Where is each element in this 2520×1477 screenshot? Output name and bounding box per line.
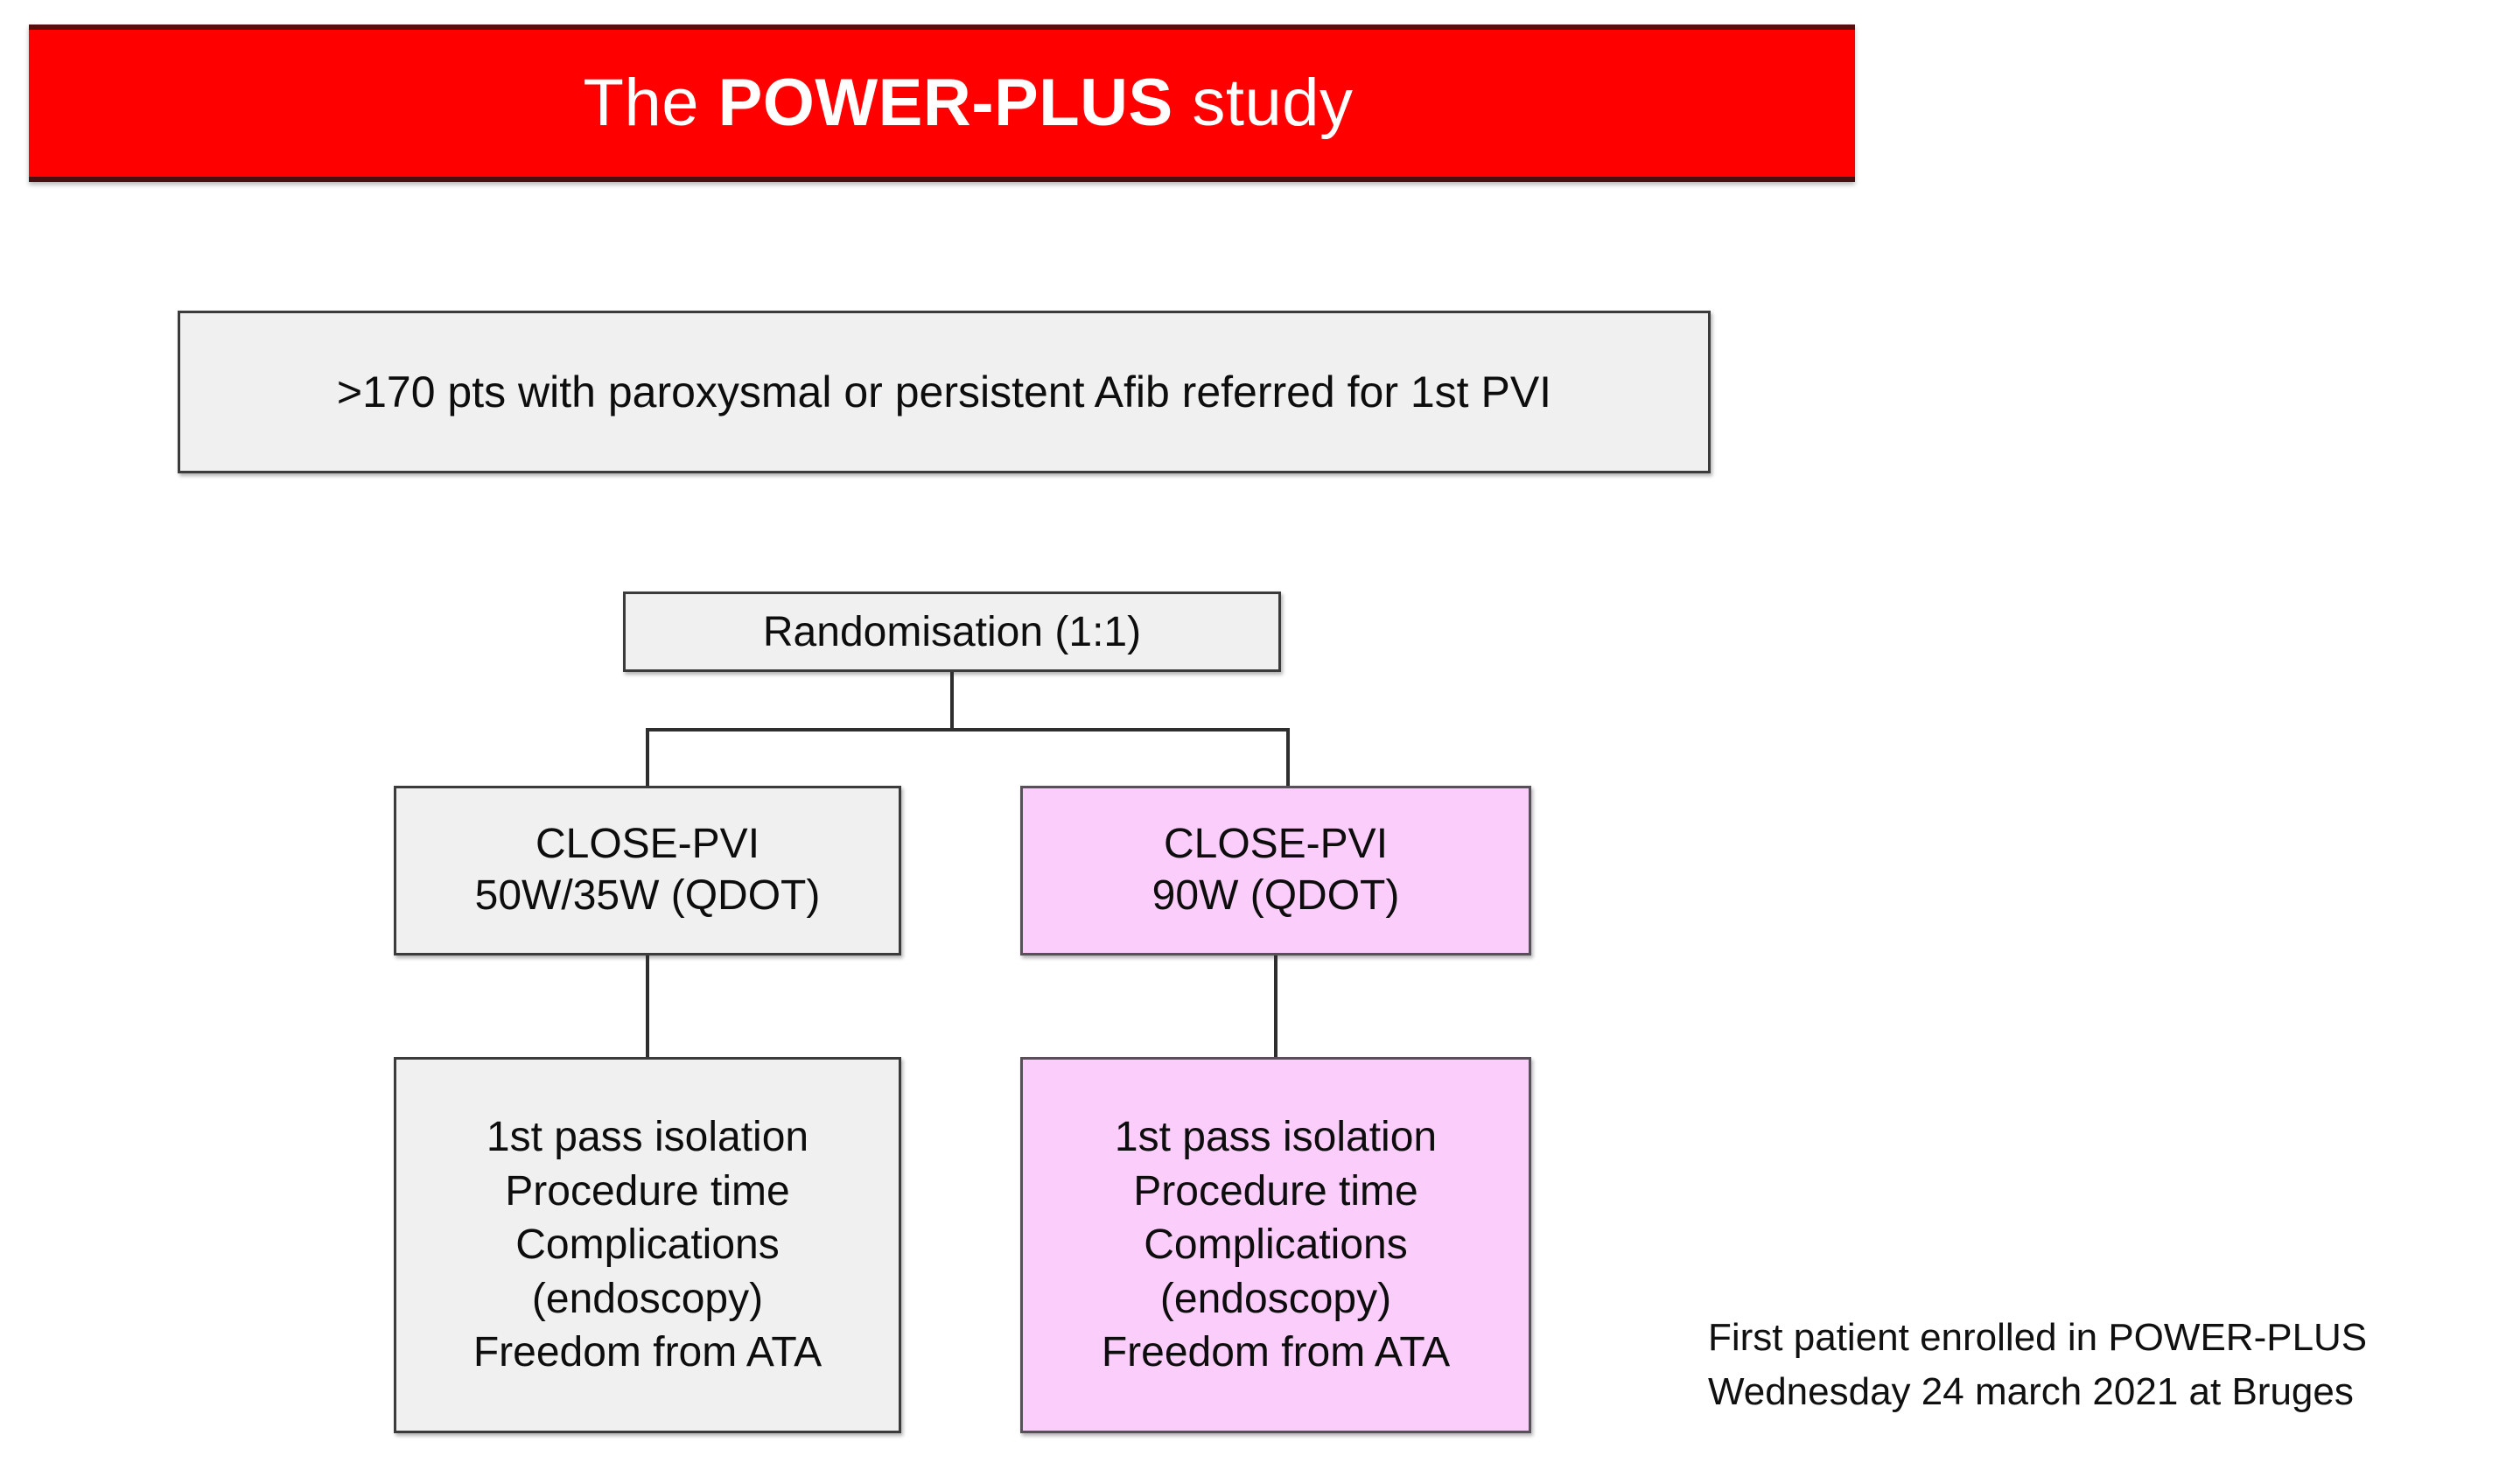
arm-control-lines: CLOSE-PVI 50W/35W (QDOT): [396, 819, 899, 921]
outcomes-control-line4: (endoscopy): [531, 1275, 764, 1322]
outcomes-box-control: 1st pass isolation Procedure time Compli…: [394, 1057, 901, 1433]
connector-drop-right-arm: [1286, 728, 1290, 788]
connector-drop-left-arm: [646, 728, 649, 788]
title-suffix: study: [1172, 66, 1354, 140]
arm-intervention-line1: CLOSE-PVI: [1163, 821, 1389, 868]
connector-randomisation-stem: [950, 672, 954, 732]
enrolment-text: >170 pts with paroxysmal or persistent A…: [336, 368, 1552, 416]
title-strong: POWER-PLUS: [718, 66, 1173, 140]
caption-line1: First patient enrolled in POWER-PLUS: [1708, 1316, 2368, 1359]
outcomes-intervention-line3: Complications: [1144, 1222, 1408, 1269]
connector-split-bar: [646, 728, 1290, 732]
outcomes-control-line2: Procedure time: [505, 1167, 790, 1214]
arm-box-intervention: CLOSE-PVI 90W (QDOT): [1020, 786, 1531, 956]
outcomes-intervention-lines: 1st pass isolation Procedure time Compli…: [1023, 1110, 1529, 1379]
outcomes-intervention-line5: Freedom from ATA: [1101, 1329, 1451, 1376]
enrolment-caption: First patient enrolled in POWER-PLUS Wed…: [1708, 1311, 2367, 1420]
page-title: The POWER-PLUS study: [584, 70, 1354, 136]
outcomes-control-lines: 1st pass isolation Procedure time Compli…: [396, 1110, 899, 1379]
arm-box-control: CLOSE-PVI 50W/35W (QDOT): [394, 786, 901, 956]
outcomes-control-line3: Complications: [515, 1222, 780, 1269]
outcomes-intervention-line1: 1st pass isolation: [1114, 1114, 1438, 1161]
enrolment-box: >170 pts with paroxysmal or persistent A…: [178, 311, 1711, 473]
title-banner: The POWER-PLUS study: [29, 24, 1855, 182]
caption-line2: Wednesday 24 march 2021 at Bruges: [1708, 1370, 2354, 1414]
outcomes-intervention-line2: Procedure time: [1133, 1167, 1418, 1214]
arm-control-line1: CLOSE-PVI: [535, 821, 760, 868]
arm-intervention-lines: CLOSE-PVI 90W (QDOT): [1023, 819, 1529, 921]
connector-control-to-outcomes: [646, 956, 649, 1059]
outcomes-control-line1: 1st pass isolation: [486, 1114, 809, 1161]
arm-control-line2: 50W/35W (QDOT): [474, 872, 821, 919]
outcomes-intervention-line4: (endoscopy): [1159, 1275, 1392, 1322]
outcomes-control-line5: Freedom from ATA: [472, 1329, 822, 1376]
outcomes-box-intervention: 1st pass isolation Procedure time Compli…: [1020, 1057, 1531, 1433]
randomisation-text: Randomisation (1:1): [762, 608, 1142, 655]
randomisation-box: Randomisation (1:1): [623, 592, 1281, 672]
connector-intervention-to-outcomes: [1274, 956, 1278, 1059]
title-prefix: The: [583, 66, 718, 140]
arm-intervention-line2: 90W (QDOT): [1152, 872, 1400, 919]
